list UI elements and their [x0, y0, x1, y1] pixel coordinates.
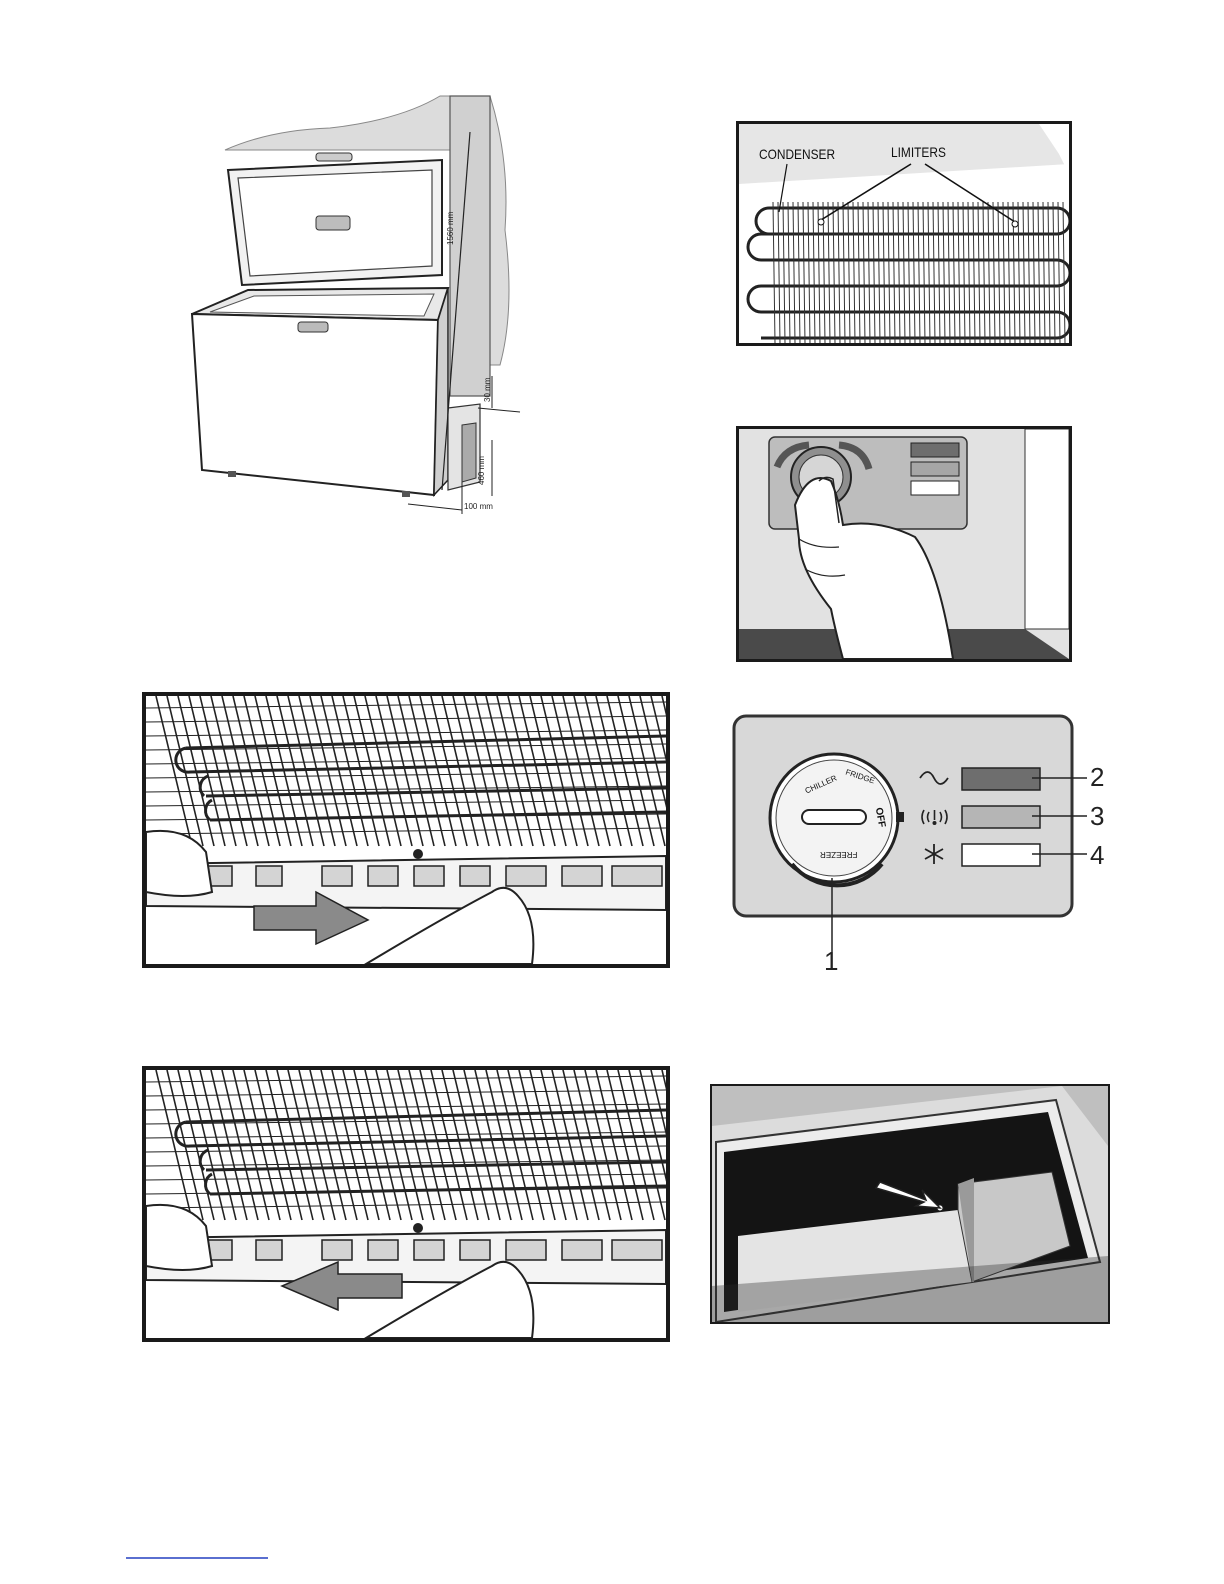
- control-panel-illustration: [732, 714, 1122, 984]
- installation-figure: 1560 mm 30 mm 460 mm 100 mm: [180, 90, 530, 530]
- dim-height-label: 1560 mm: [446, 212, 455, 245]
- control-panel-figure: CHILLER FRIDGE OFF FREEZER 1 2 3 4: [732, 714, 1122, 984]
- dial-hand-figure: [736, 426, 1072, 662]
- dim-side-label: 460 mm: [477, 456, 486, 485]
- dial-label-freezer: FREEZER: [820, 850, 857, 859]
- freezer-interior-illustration: [712, 1086, 1108, 1322]
- callout-1: 1: [824, 946, 838, 977]
- dim-bottom-label: 100 mm: [464, 502, 493, 511]
- limiter-slide-right-figure: [142, 692, 670, 968]
- limiter-slide-right-illustration: [146, 696, 666, 964]
- callout-4: 4: [1090, 840, 1104, 871]
- freezer-interior-figure: [710, 1084, 1110, 1324]
- condenser-figure: CONDENSER LIMITERS: [736, 121, 1072, 346]
- limiter-slide-left-figure: [142, 1066, 670, 1342]
- footer-rule: [126, 1557, 268, 1559]
- dim-top-label: 30 mm: [483, 378, 492, 402]
- limiters-label: LIMITERS: [891, 144, 946, 160]
- limiter-slide-left-illustration: [146, 1070, 666, 1338]
- condenser-label: CONDENSER: [759, 146, 835, 162]
- hand-turning-knob-illustration: [739, 429, 1069, 659]
- callout-3: 3: [1090, 801, 1104, 832]
- callout-2: 2: [1090, 762, 1104, 793]
